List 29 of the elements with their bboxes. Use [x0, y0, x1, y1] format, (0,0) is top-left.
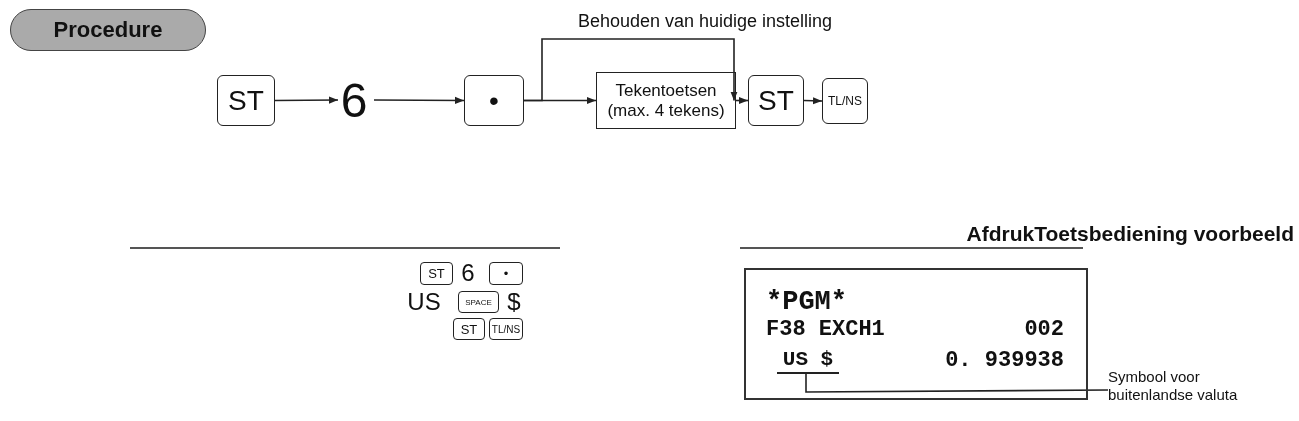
arrow [735, 96, 749, 105]
digit-label: 6 [338, 72, 370, 128]
procedure-badge: Procedure [10, 9, 206, 51]
annotation-text: Symbool voor buitenlandse valuta [1108, 368, 1278, 412]
printout-text: *PGM* [766, 288, 848, 316]
arrow [274, 96, 339, 104]
printout-text: 0. 939938 [944, 348, 1064, 374]
key-label: ST [748, 75, 804, 126]
printout-text: 002 [1023, 317, 1064, 343]
key-label: ST [453, 318, 485, 340]
key-label: TL/NS [822, 78, 868, 124]
underlined-text: US $ [777, 348, 839, 374]
key-label: ST [420, 262, 453, 285]
printout-text: F38 EXCH1 [766, 317, 886, 343]
key-label: • [489, 262, 523, 285]
section-heading: AfdrukToetsbediening voorbeeld [965, 221, 1294, 247]
receipt-printout [744, 268, 1088, 400]
key-text: $ [506, 288, 522, 316]
key-label: TL/NS [489, 318, 523, 340]
arrow [373, 96, 465, 105]
arrow [803, 97, 823, 105]
key-label: • [464, 75, 524, 126]
key-label: ST [217, 75, 275, 126]
key-text: US [406, 288, 442, 316]
key-label: SPACE [458, 291, 499, 313]
key-text: 6 [460, 258, 476, 288]
leader-line [805, 371, 1109, 393]
process-box: Tekentoetsen (max. 4 tekens) [596, 72, 736, 129]
arrow [523, 38, 738, 102]
